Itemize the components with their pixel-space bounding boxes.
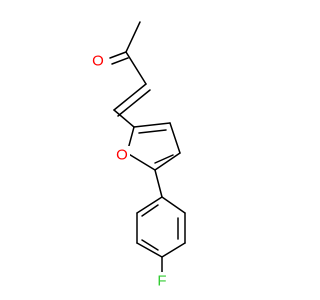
furan-oxygen-label: O xyxy=(116,147,128,164)
bond-carbonyl-double-b xyxy=(111,57,129,65)
bond-phenyl-inner-c xyxy=(141,204,159,217)
bond-carbonyl-alpha xyxy=(125,51,147,85)
bond-furan-inner-c2-c3 xyxy=(138,129,167,134)
bond-furan-phenyl xyxy=(154,169,163,198)
carbonyl-oxygen-atom: O xyxy=(90,52,106,70)
bond-phenyl-3-4 xyxy=(161,242,186,258)
carbonyl-oxygen-label: O xyxy=(92,53,104,70)
bond-methyl-carbonyl xyxy=(125,21,141,53)
bond-phenyl-inner-b xyxy=(141,239,159,251)
bond-alkene-a xyxy=(113,83,147,111)
fluorine-label: F xyxy=(157,273,166,290)
molecule-structure: O O F xyxy=(90,21,186,290)
bond-phenyl-6-1 xyxy=(136,196,163,214)
bond-furan-c5-o xyxy=(126,152,156,171)
bond-furan-c2-c3 xyxy=(133,122,171,128)
bond-alkene-furan xyxy=(113,109,135,128)
fluorine-atom: F xyxy=(154,272,170,290)
bond-phenyl-4-5 xyxy=(136,242,163,258)
bond-furan-inner-c4-c5 xyxy=(154,154,174,164)
bond-furan-c4-c5 xyxy=(154,152,181,171)
bond-phenyl-1-2 xyxy=(161,196,186,214)
furan-oxygen-atom: O xyxy=(114,146,130,164)
bond-furan-c3-c4 xyxy=(169,122,181,154)
bond-carbonyl-double-a xyxy=(109,51,127,59)
bond-alkene-b xyxy=(117,89,151,117)
